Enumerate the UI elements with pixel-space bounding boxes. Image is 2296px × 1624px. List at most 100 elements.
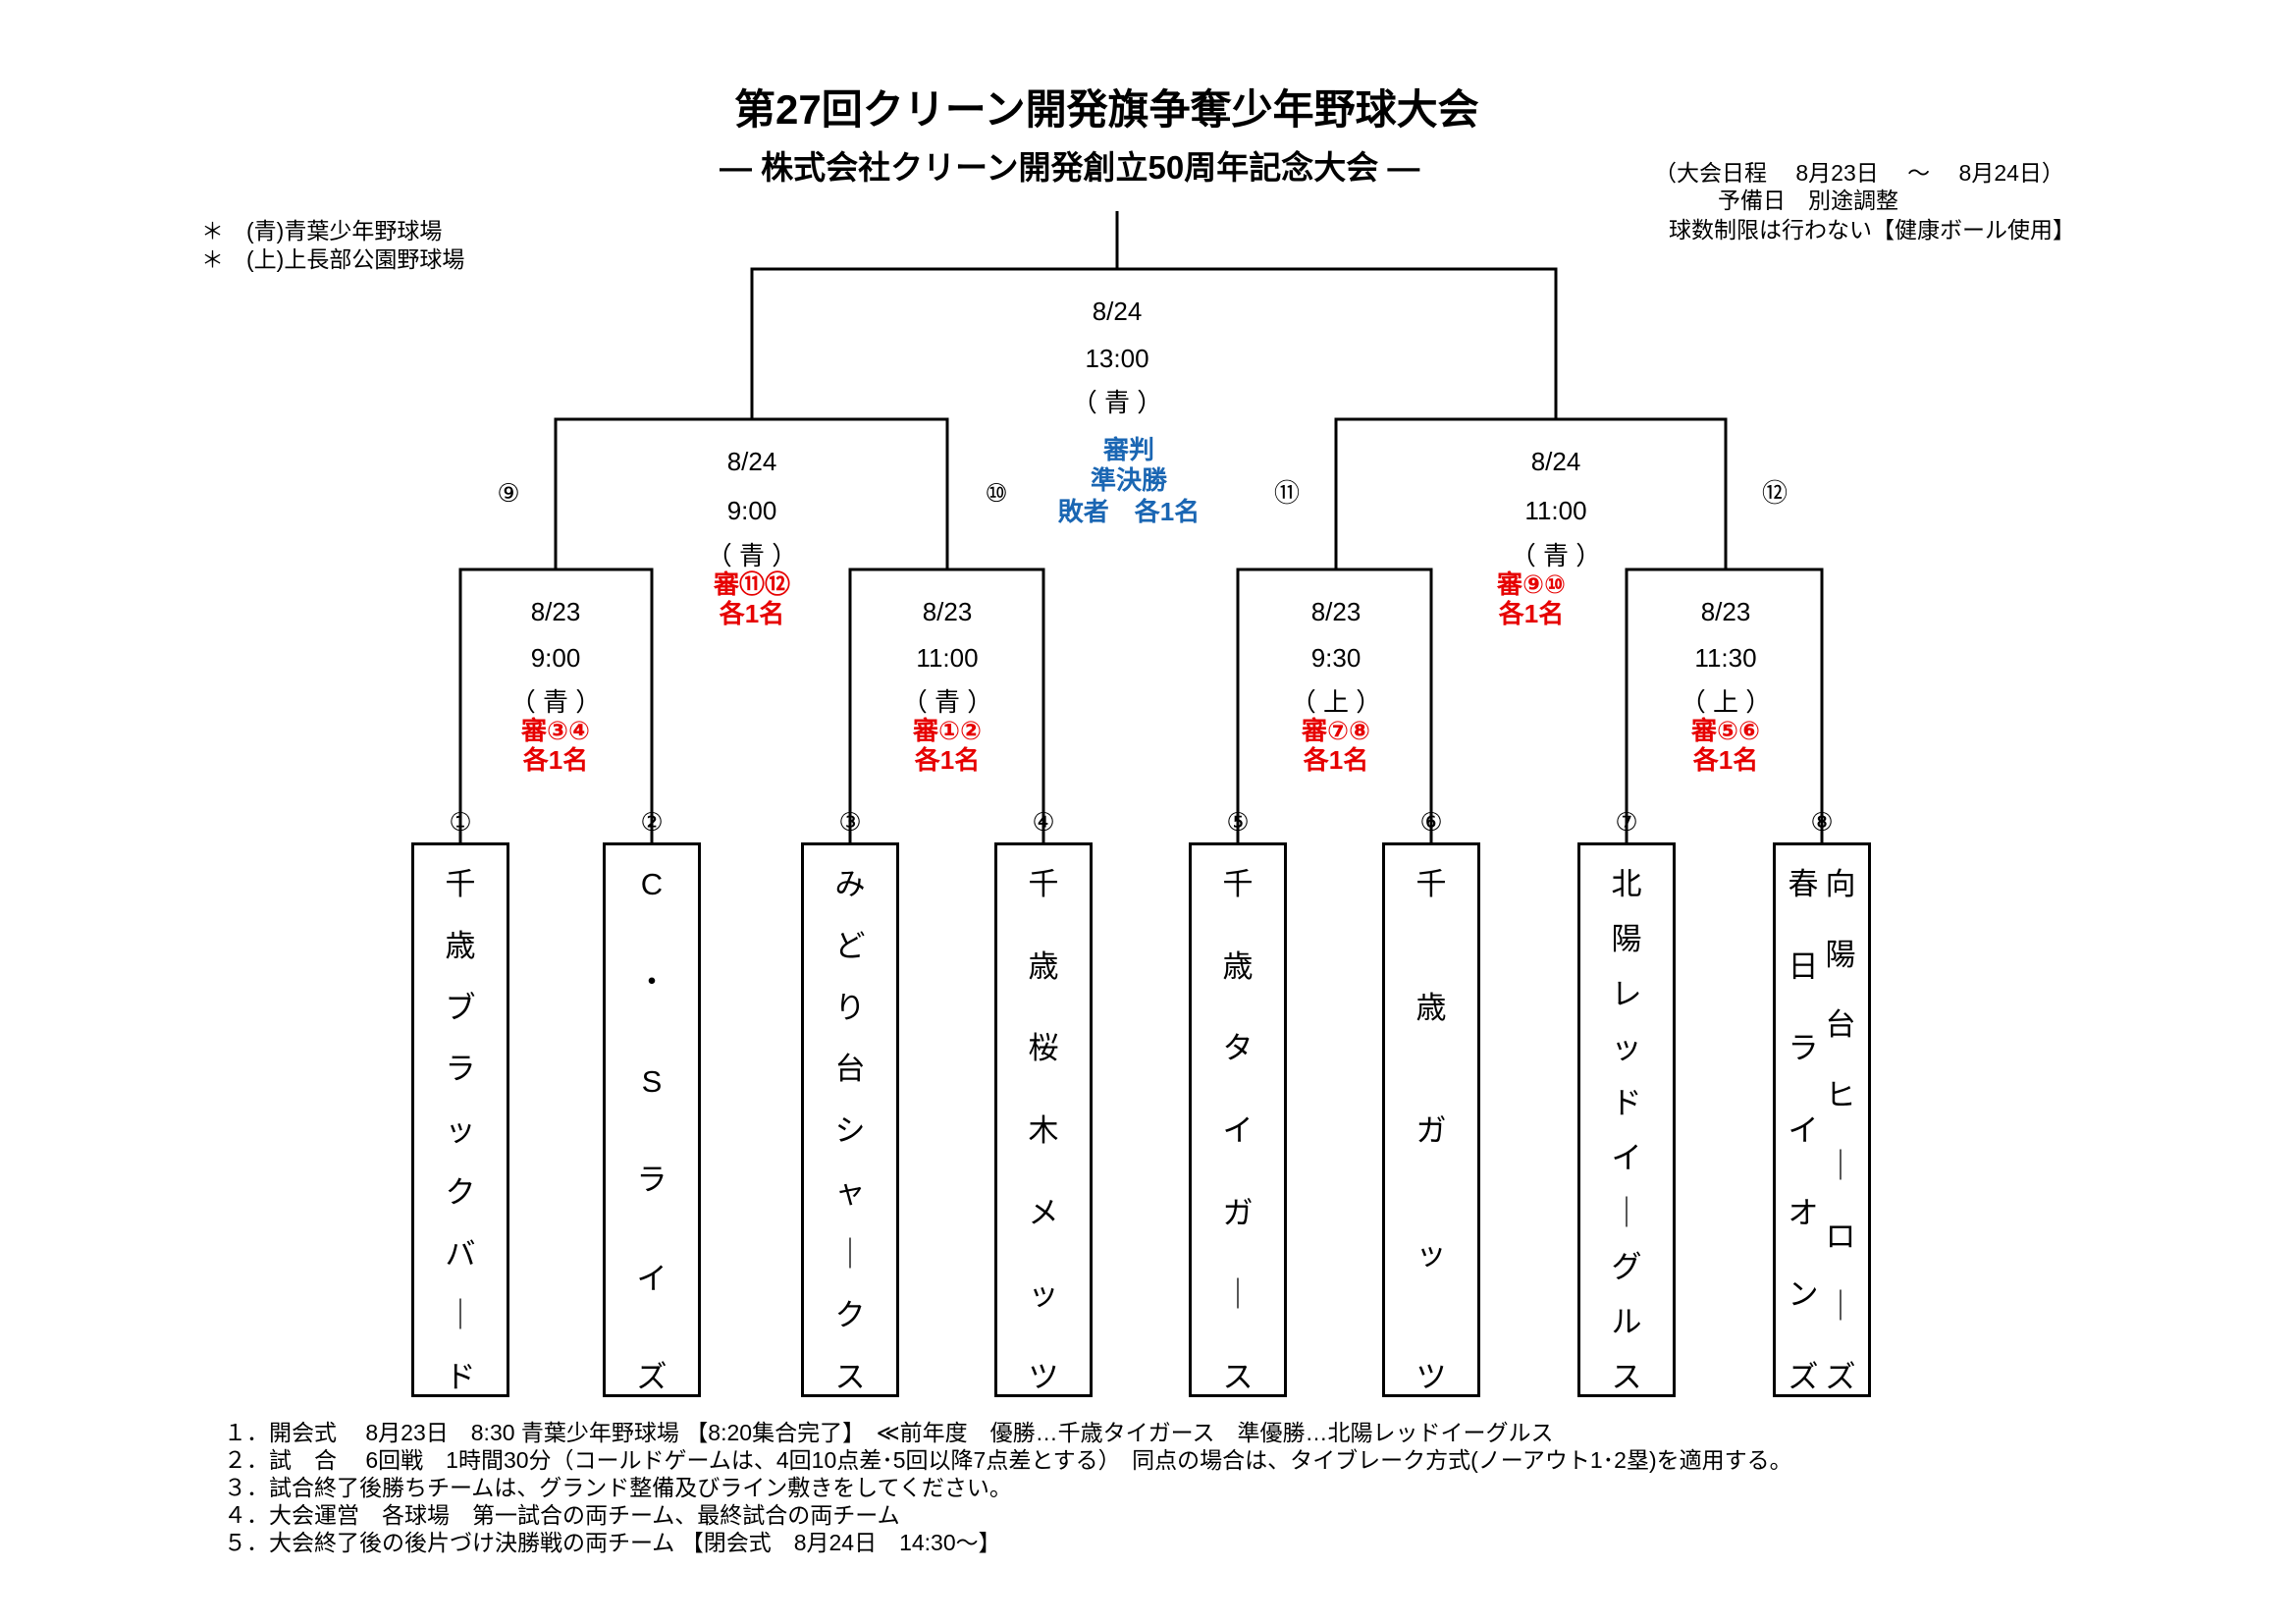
team-name-char: オ [1788, 1195, 1819, 1230]
final-ref-3: 敗者 各1名 [1057, 497, 1201, 526]
team-name-char: 桜 [1028, 1031, 1059, 1066]
r1g1-date: 8/23 [530, 597, 581, 626]
r1g2-time: 11:00 [916, 643, 979, 673]
team-box [603, 842, 701, 1397]
footer-note-5: ５．大会終了後の後片づけ決勝戦の両チーム 【閉会式 8月24日 14:30～】 [224, 1530, 1001, 1555]
team-name-char: バ [445, 1236, 476, 1272]
semi2-date: 8/24 [1530, 447, 1581, 476]
team-number: ③ [838, 807, 862, 837]
team-name-char: イ [1611, 1140, 1642, 1175]
reserve-day: 予備日 別途調整 [1718, 188, 1898, 213]
semi2-time: 11:00 [1524, 496, 1587, 525]
team-name-char: S [641, 1063, 663, 1099]
team-name-char: 台 [834, 1052, 866, 1087]
team-name-char: ャ [834, 1174, 866, 1210]
team-name-char: 陽 [1825, 937, 1856, 972]
team-name-char: ヒ [1825, 1078, 1856, 1113]
team-name-char: ｜ [1222, 1277, 1254, 1313]
game-number-12: ⑫ [1761, 478, 1789, 508]
team-name-char: 歳 [1028, 948, 1059, 984]
team-name-char: ラ [445, 1052, 476, 1087]
footer-note-4: ４．大会運営 各球場 第一試合の両チーム、最終試合の両チーム [224, 1502, 900, 1528]
r1g3-ref: 審⑦⑧ [1301, 716, 1371, 745]
team-name: 北陽レッドイ｜グルス [1607, 868, 1646, 1394]
team-name: 春日ライオンズ [1784, 868, 1823, 1394]
team-name-char: 向 [1825, 867, 1856, 901]
pitch-limit: 球数制限は行わない【健康ボール使用】 [1669, 217, 2075, 243]
team-name-char: り [834, 990, 866, 1025]
team-name: 向陽台ヒ｜ロ｜ズ [1821, 868, 1860, 1394]
team-name-char: 木 [1028, 1112, 1059, 1148]
team-name-char: ｜ [445, 1298, 476, 1333]
team-name-char: 陽 [1611, 921, 1642, 956]
team-name-char: イ [636, 1261, 667, 1296]
team-name-char: ・ [636, 965, 667, 1001]
r1g4-venue: （ 上 ） [1680, 687, 1772, 717]
game-number-9: ⑨ [497, 478, 520, 508]
footer-note-3: ３．試合終了後勝ちチームは、グランド整備及びライン敷きをしてください。 [224, 1475, 1012, 1500]
team-name-char: 歳 [1415, 990, 1447, 1025]
team-name-char: ｜ [1825, 1148, 1856, 1183]
page-subtitle: ― 株式会社クリーン開発創立50周年記念大会 ― [720, 149, 1420, 186]
team-name-char: ガ [1415, 1113, 1447, 1148]
team-number: ⑧ [1810, 807, 1834, 837]
team-name-char: 台 [1825, 1007, 1856, 1043]
venue-legend-ao: ＊ (青)青葉少年野球場 [201, 218, 443, 244]
r1g3-date: 8/23 [1310, 597, 1362, 626]
team-name-char: 千 [1222, 867, 1254, 901]
semi1-ref-count: 各1名 [719, 599, 785, 628]
team-name-char: ｜ [834, 1236, 866, 1272]
team-name-char: 北 [1611, 867, 1642, 901]
team-name-char: ッ [1611, 1031, 1642, 1066]
team-name-char: メ [1028, 1195, 1059, 1230]
team-name-char: グ [1611, 1250, 1642, 1285]
team-name-char: ス [834, 1360, 866, 1394]
r1g2-ref: 審①② [912, 716, 983, 745]
team-name-char: ロ [1825, 1218, 1856, 1254]
semi1-date: 8/24 [726, 447, 777, 476]
team-name-char: ラ [1788, 1031, 1819, 1066]
team-name-char: ド [1611, 1086, 1642, 1121]
team-name-char: 千 [1028, 867, 1059, 901]
team-name-char: ス [1222, 1359, 1254, 1394]
team-name-char: ス [1611, 1359, 1642, 1394]
team-name-char: タ [1222, 1031, 1254, 1066]
r1g2-venue: （ 青 ） [901, 687, 993, 717]
r1g4-time: 11:30 [1694, 643, 1757, 673]
team-name-char: 千 [1415, 867, 1447, 901]
team-name-char: ッ [1028, 1277, 1059, 1313]
team-number: ② [640, 807, 664, 837]
r1g1-ref-count: 各1名 [522, 745, 589, 775]
team-box [1189, 842, 1287, 1397]
team-name: 千歳タイガ｜ス [1218, 868, 1257, 1394]
team-name-char: 日 [1788, 948, 1819, 984]
team-name-char: シ [834, 1113, 866, 1148]
team-name: 千歳ブラックバ｜ド [441, 868, 480, 1394]
team-name-char: ン [1788, 1277, 1819, 1313]
semi2-ref: 審⑨⑩ [1496, 569, 1567, 599]
final-ref-1: 審判 [1102, 435, 1155, 464]
team-number: ⑦ [1615, 807, 1638, 837]
team-name-char: ズ [1788, 1359, 1819, 1394]
semi1-venue: （ 青 ） [706, 541, 798, 570]
r1g2-date: 8/23 [922, 597, 973, 626]
page-title: 第27回クリーン開発旗争奪少年野球大会 [734, 86, 1479, 133]
team-name-char: ク [445, 1174, 476, 1210]
team-name-char: イ [1788, 1112, 1819, 1148]
team-number: ① [449, 807, 472, 837]
team-name-char: ど [834, 928, 866, 963]
r1g1-ref: 審③④ [520, 716, 591, 745]
game-number-10: ⑩ [985, 478, 1008, 508]
schedule-info: （大会日程 8月23日 ～ 8月24日） [1654, 160, 2064, 186]
team-box [1773, 842, 1871, 1397]
team-name: みどり台シャ｜クス [830, 868, 870, 1394]
r1g4-ref-count: 各1名 [1692, 745, 1759, 775]
r1g4-ref: 審⑤⑥ [1690, 716, 1761, 745]
team-number: ⑥ [1419, 807, 1443, 837]
team-name-char: 歳 [445, 928, 476, 963]
team-name-char: 春 [1788, 867, 1819, 901]
final-ref-2: 準決勝 [1090, 465, 1168, 495]
team-box [1577, 842, 1676, 1397]
team-name-char: ブ [445, 990, 476, 1025]
team-name-char: ク [834, 1298, 866, 1333]
